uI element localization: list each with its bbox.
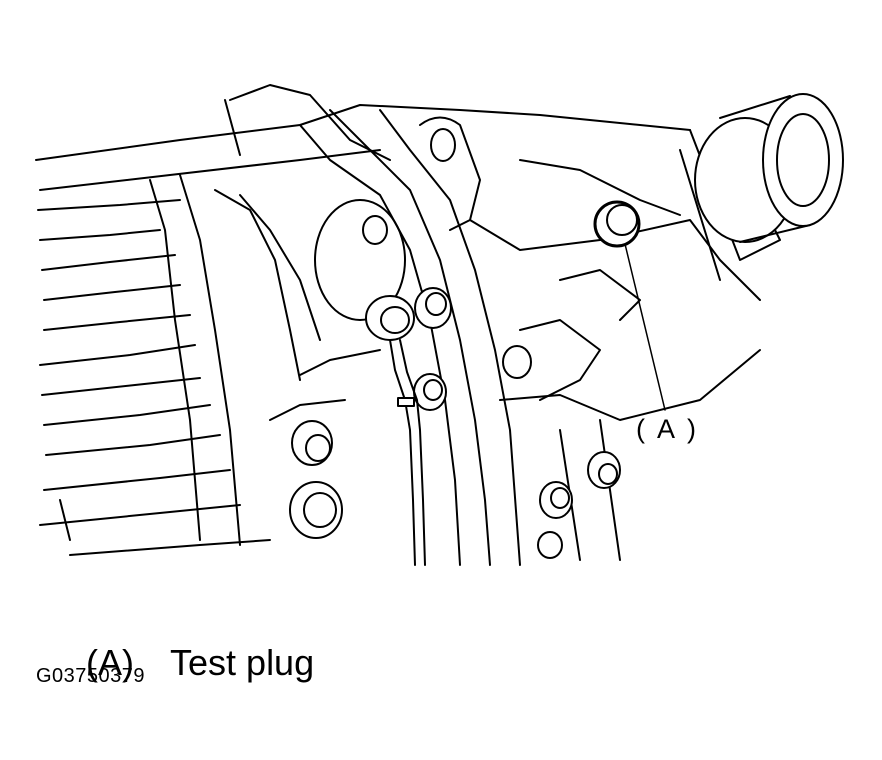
figure-id: G03750379	[36, 665, 146, 687]
bolt	[365, 295, 415, 341]
test-plug	[593, 200, 641, 248]
extension-housing	[419, 116, 781, 561]
output-shaft-housing	[694, 93, 844, 243]
case-flange	[269, 109, 521, 566]
bolt	[289, 481, 343, 539]
transmission-line-drawing	[35, 84, 844, 566]
bolts	[289, 287, 621, 559]
callout-label-a: ( A )	[636, 414, 700, 444]
bolt	[537, 531, 563, 559]
legend-key: (A)	[86, 642, 135, 683]
legend-entry: (A) Test plug	[66, 600, 314, 684]
bolt	[291, 420, 333, 466]
bolt	[587, 451, 621, 489]
bolt	[502, 345, 532, 379]
select-cable	[389, 339, 426, 566]
legend-text: Test plug	[170, 642, 315, 683]
bolt	[413, 373, 447, 411]
callout-leader-line	[624, 243, 666, 411]
bolt	[539, 481, 573, 519]
transmission-case	[35, 84, 691, 556]
bolt	[414, 287, 452, 329]
